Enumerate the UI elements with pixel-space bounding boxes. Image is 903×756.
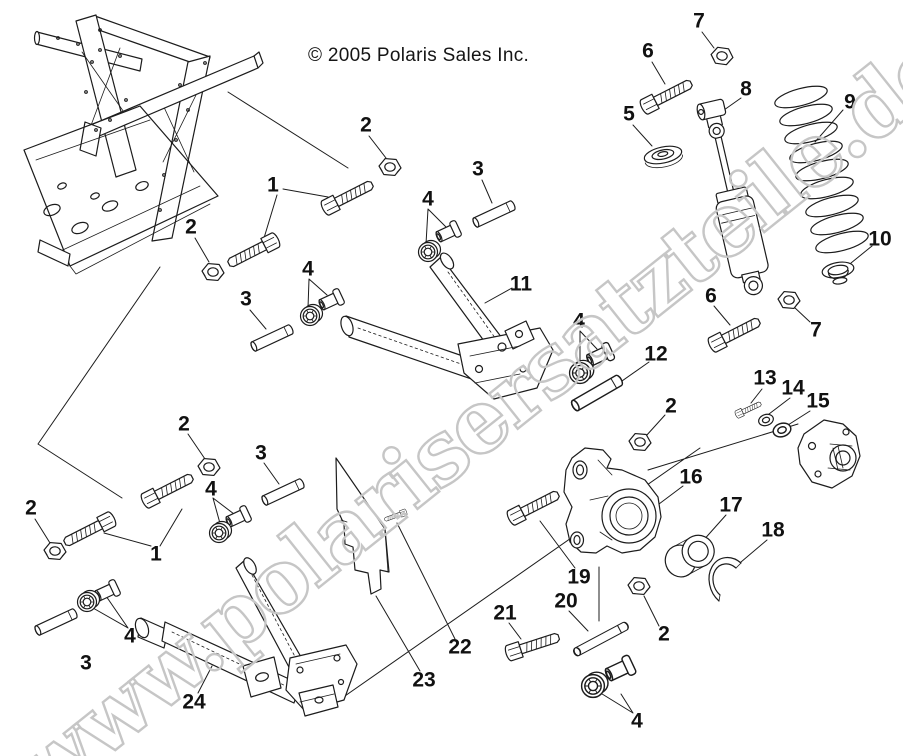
screw-22 bbox=[383, 508, 408, 524]
upper-a-arm bbox=[340, 252, 554, 400]
callout-29-part-18: 18 bbox=[761, 518, 785, 542]
callout-1-part-7: 7 bbox=[693, 9, 705, 33]
bearing-carrier bbox=[563, 447, 662, 554]
callout-13-part-11: 11 bbox=[509, 272, 533, 296]
pin-3-d bbox=[33, 607, 79, 637]
callout-32-part-20: 20 bbox=[554, 589, 578, 613]
nut-2-e bbox=[42, 541, 68, 561]
copyright-text: © 2005 Polaris Sales Inc. bbox=[308, 45, 530, 66]
bolt-13 bbox=[733, 399, 763, 420]
callout-26-part-4: 4 bbox=[205, 477, 217, 501]
bushing-4-a2 bbox=[417, 239, 442, 263]
hardware-pins bbox=[33, 199, 631, 658]
bolt-21 bbox=[503, 628, 562, 663]
bushing-4-a1 bbox=[433, 219, 463, 246]
nut-2-b bbox=[200, 262, 226, 282]
callout-35-part-2: 2 bbox=[658, 622, 670, 646]
callout-27-part-17: 17 bbox=[719, 493, 743, 517]
cone-washer bbox=[643, 145, 683, 169]
callout-20-part-14: 14 bbox=[781, 376, 805, 400]
nut-7-lower bbox=[776, 290, 802, 310]
guard-plate bbox=[335, 457, 390, 595]
bolt-6-lower bbox=[705, 313, 764, 354]
nut-2-d bbox=[196, 457, 222, 477]
pin-3-b bbox=[249, 323, 295, 353]
callout-11-part-10: 10 bbox=[868, 227, 892, 251]
callout-8-part-1: 1 bbox=[267, 173, 279, 197]
nut-7-top bbox=[709, 45, 735, 67]
lower-a-arm bbox=[134, 557, 358, 717]
callout-5-part-5: 5 bbox=[623, 102, 635, 126]
nut-2-a bbox=[377, 157, 403, 177]
bushing-4-d2 bbox=[208, 520, 233, 544]
callout-12-part-4: 4 bbox=[302, 257, 314, 281]
shock-absorber bbox=[696, 98, 769, 296]
callout-37-part-3: 3 bbox=[80, 651, 92, 675]
snap-ring bbox=[708, 556, 742, 602]
nut-2-c bbox=[627, 432, 653, 452]
bolt-6-top bbox=[637, 75, 696, 116]
callout-2-part-6: 6 bbox=[642, 39, 654, 63]
spring-retainer bbox=[821, 261, 855, 285]
bushing-4-c2 bbox=[568, 359, 595, 385]
callout-3-part-8: 8 bbox=[740, 77, 752, 101]
callout-30-part-1: 1 bbox=[150, 542, 162, 566]
bolt-1-lower bbox=[60, 510, 119, 551]
pin-3-c bbox=[260, 477, 306, 507]
callout-38-part-23: 23 bbox=[412, 668, 436, 692]
callout-23-part-2: 2 bbox=[178, 412, 190, 436]
frame-drawing bbox=[23, 14, 264, 275]
callout-33-part-21: 21 bbox=[493, 601, 517, 625]
callout-36-part-22: 22 bbox=[448, 635, 472, 659]
callout-40-part-4: 4 bbox=[631, 709, 643, 733]
callout-4-part-9: 9 bbox=[844, 90, 856, 114]
wheel-bushing bbox=[664, 534, 715, 578]
pin-3-a bbox=[471, 199, 517, 229]
washer-14 bbox=[756, 411, 776, 429]
callout-39-part-24: 24 bbox=[182, 690, 206, 714]
caliper-bracket bbox=[797, 419, 861, 489]
callout-25-part-16: 16 bbox=[679, 465, 703, 489]
bolt-19 bbox=[504, 486, 563, 527]
callout-16-part-4: 4 bbox=[573, 309, 585, 333]
callout-28-part-2: 2 bbox=[25, 496, 37, 520]
callout-7-part-3: 3 bbox=[472, 157, 484, 181]
callout-6-part-2: 2 bbox=[360, 113, 372, 137]
nut-2-f bbox=[626, 576, 652, 596]
callout-14-part-6: 6 bbox=[705, 284, 717, 308]
coil-spring bbox=[774, 85, 869, 254]
bushing-4-b2 bbox=[299, 303, 324, 327]
callout-15-part-3: 3 bbox=[240, 287, 252, 311]
hardware-nuts bbox=[42, 45, 802, 596]
callout-24-part-3: 3 bbox=[255, 441, 267, 465]
leader-lines bbox=[34, 31, 873, 714]
callout-9-part-4: 4 bbox=[422, 187, 434, 211]
callout-22-part-2: 2 bbox=[665, 394, 677, 418]
hardware-bushings bbox=[76, 219, 638, 699]
callout-17-part-7: 7 bbox=[810, 318, 822, 342]
callout-31-part-19: 19 bbox=[567, 565, 591, 589]
pin-20 bbox=[571, 620, 631, 658]
bushing-4-e2 bbox=[76, 589, 101, 613]
bushing-4-f2 bbox=[580, 671, 609, 699]
callout-10-part-2: 2 bbox=[185, 215, 197, 239]
callout-21-part-15: 15 bbox=[806, 389, 830, 413]
bolt-1-lower-2 bbox=[138, 469, 197, 510]
callout-19-part-13: 13 bbox=[753, 366, 777, 390]
bolt-1-upper-2 bbox=[224, 231, 283, 272]
callout-34-part-4: 4 bbox=[124, 624, 136, 648]
callout-18-part-12: 12 bbox=[644, 342, 668, 366]
